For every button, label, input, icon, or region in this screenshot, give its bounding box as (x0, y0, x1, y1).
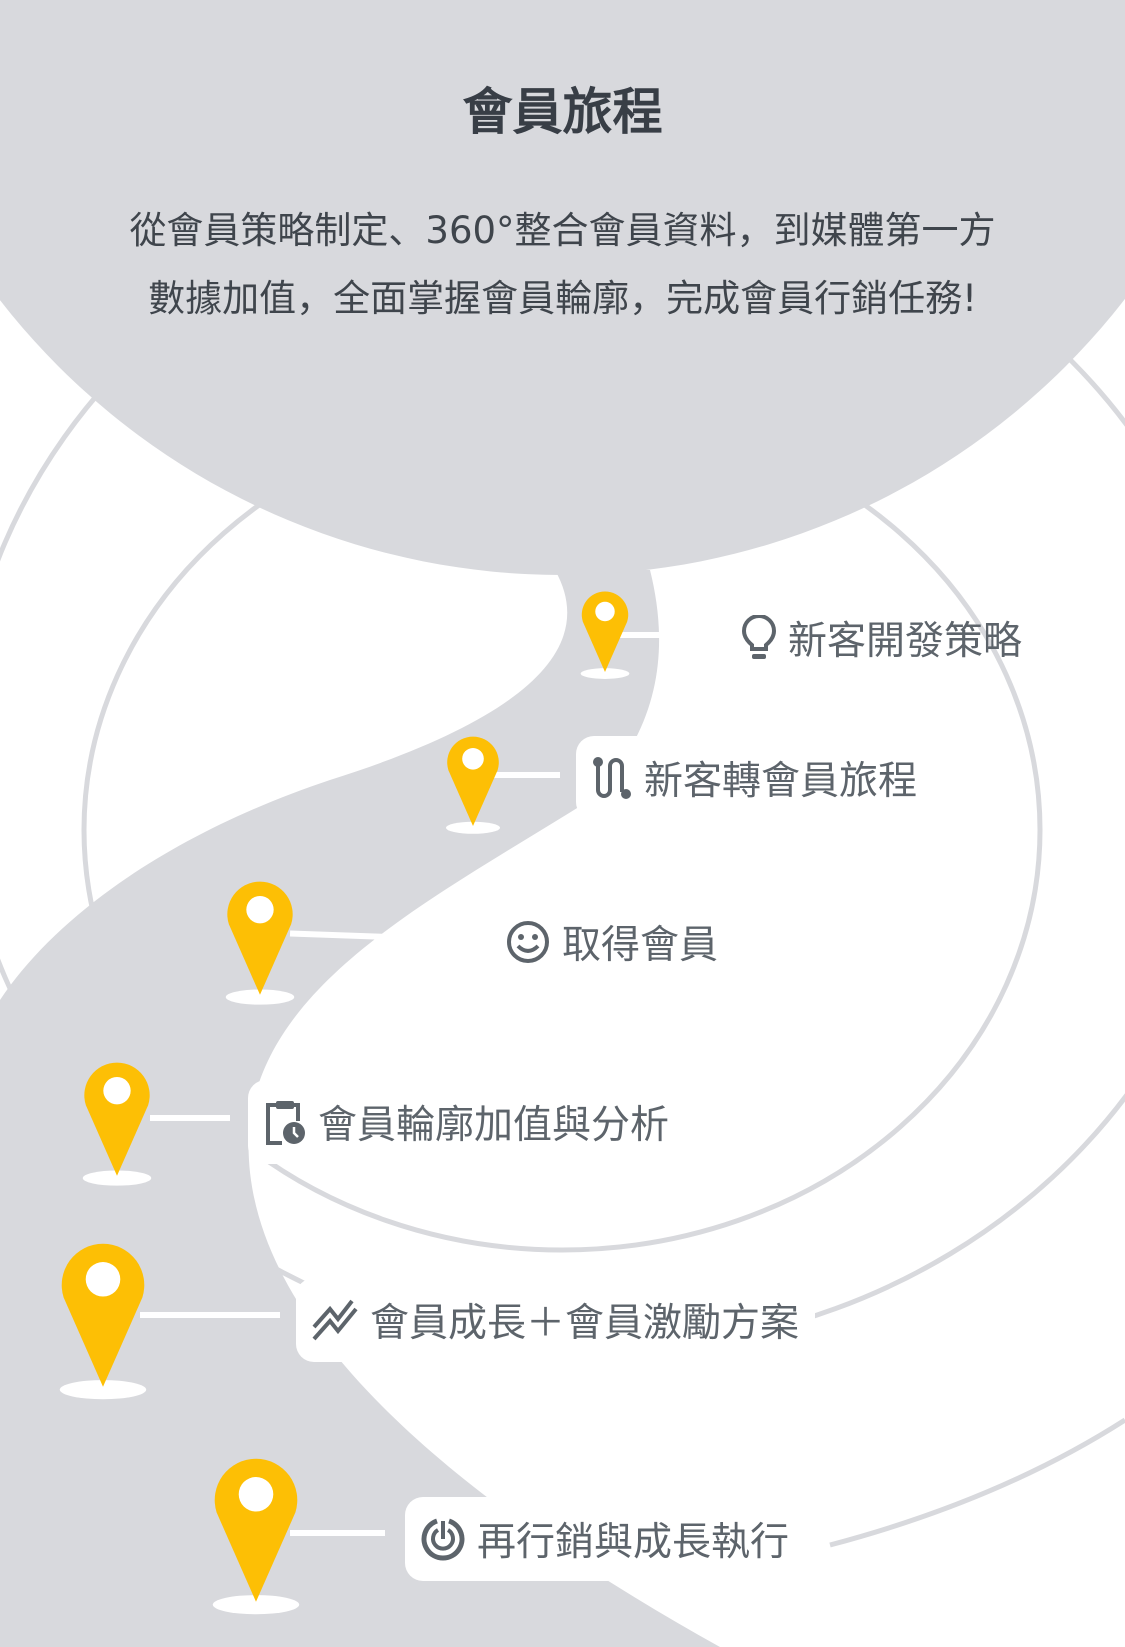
smiley-icon (507, 921, 549, 963)
step-new-customer-strategy: 新客開發策略 (726, 596, 1038, 680)
connector (150, 1115, 230, 1121)
step-member-profile-analysis: 會員輪廓加值與分析 (248, 1080, 686, 1164)
connector (140, 1312, 280, 1318)
step-label: 取得會員 (562, 923, 719, 968)
connector (490, 772, 560, 778)
lightbulb-icon (742, 615, 776, 659)
clipboard-clock-icon (266, 1101, 305, 1145)
step-label: 再行銷與成長執行 (477, 1520, 790, 1565)
step-new-to-member-journey: 新客轉會員旅程 (576, 736, 934, 820)
route-icon (593, 757, 631, 799)
step-label: 新客轉會員旅程 (644, 759, 918, 804)
map-pin-icon (225, 881, 295, 1005)
subtitle-line-2: 數據加值，全面掌握會員輪廓，完成會員行銷任務! (148, 277, 977, 320)
step-label: 會員成長＋會員激勵方案 (370, 1301, 800, 1346)
map-pin-icon (82, 1062, 152, 1186)
connector (620, 632, 670, 638)
step-remarketing-execution: 再行銷與成長執行 (405, 1497, 806, 1581)
page-title: 會員旅程 (462, 83, 663, 141)
step-label: 會員輪廓加值與分析 (318, 1103, 670, 1148)
map-pin-icon (59, 1243, 147, 1400)
map-pin-icon (212, 1458, 300, 1615)
map-pin-icon (446, 736, 500, 834)
step-acquire-member: 取得會員 (490, 900, 734, 984)
trending-icon (312, 1299, 358, 1341)
target-icon (421, 1518, 465, 1561)
header-backdrop (0, 0, 1125, 575)
subtitle-line-1: 從會員策略制定、360°整合會員資料，到媒體第一方 (129, 209, 996, 252)
step-member-growth-incentive: 會員成長＋會員激勵方案 (296, 1278, 816, 1362)
step-label: 新客開發策略 (788, 619, 1023, 664)
road (0, 570, 720, 1647)
map-pin-icon (580, 591, 630, 679)
connector (290, 1530, 385, 1536)
